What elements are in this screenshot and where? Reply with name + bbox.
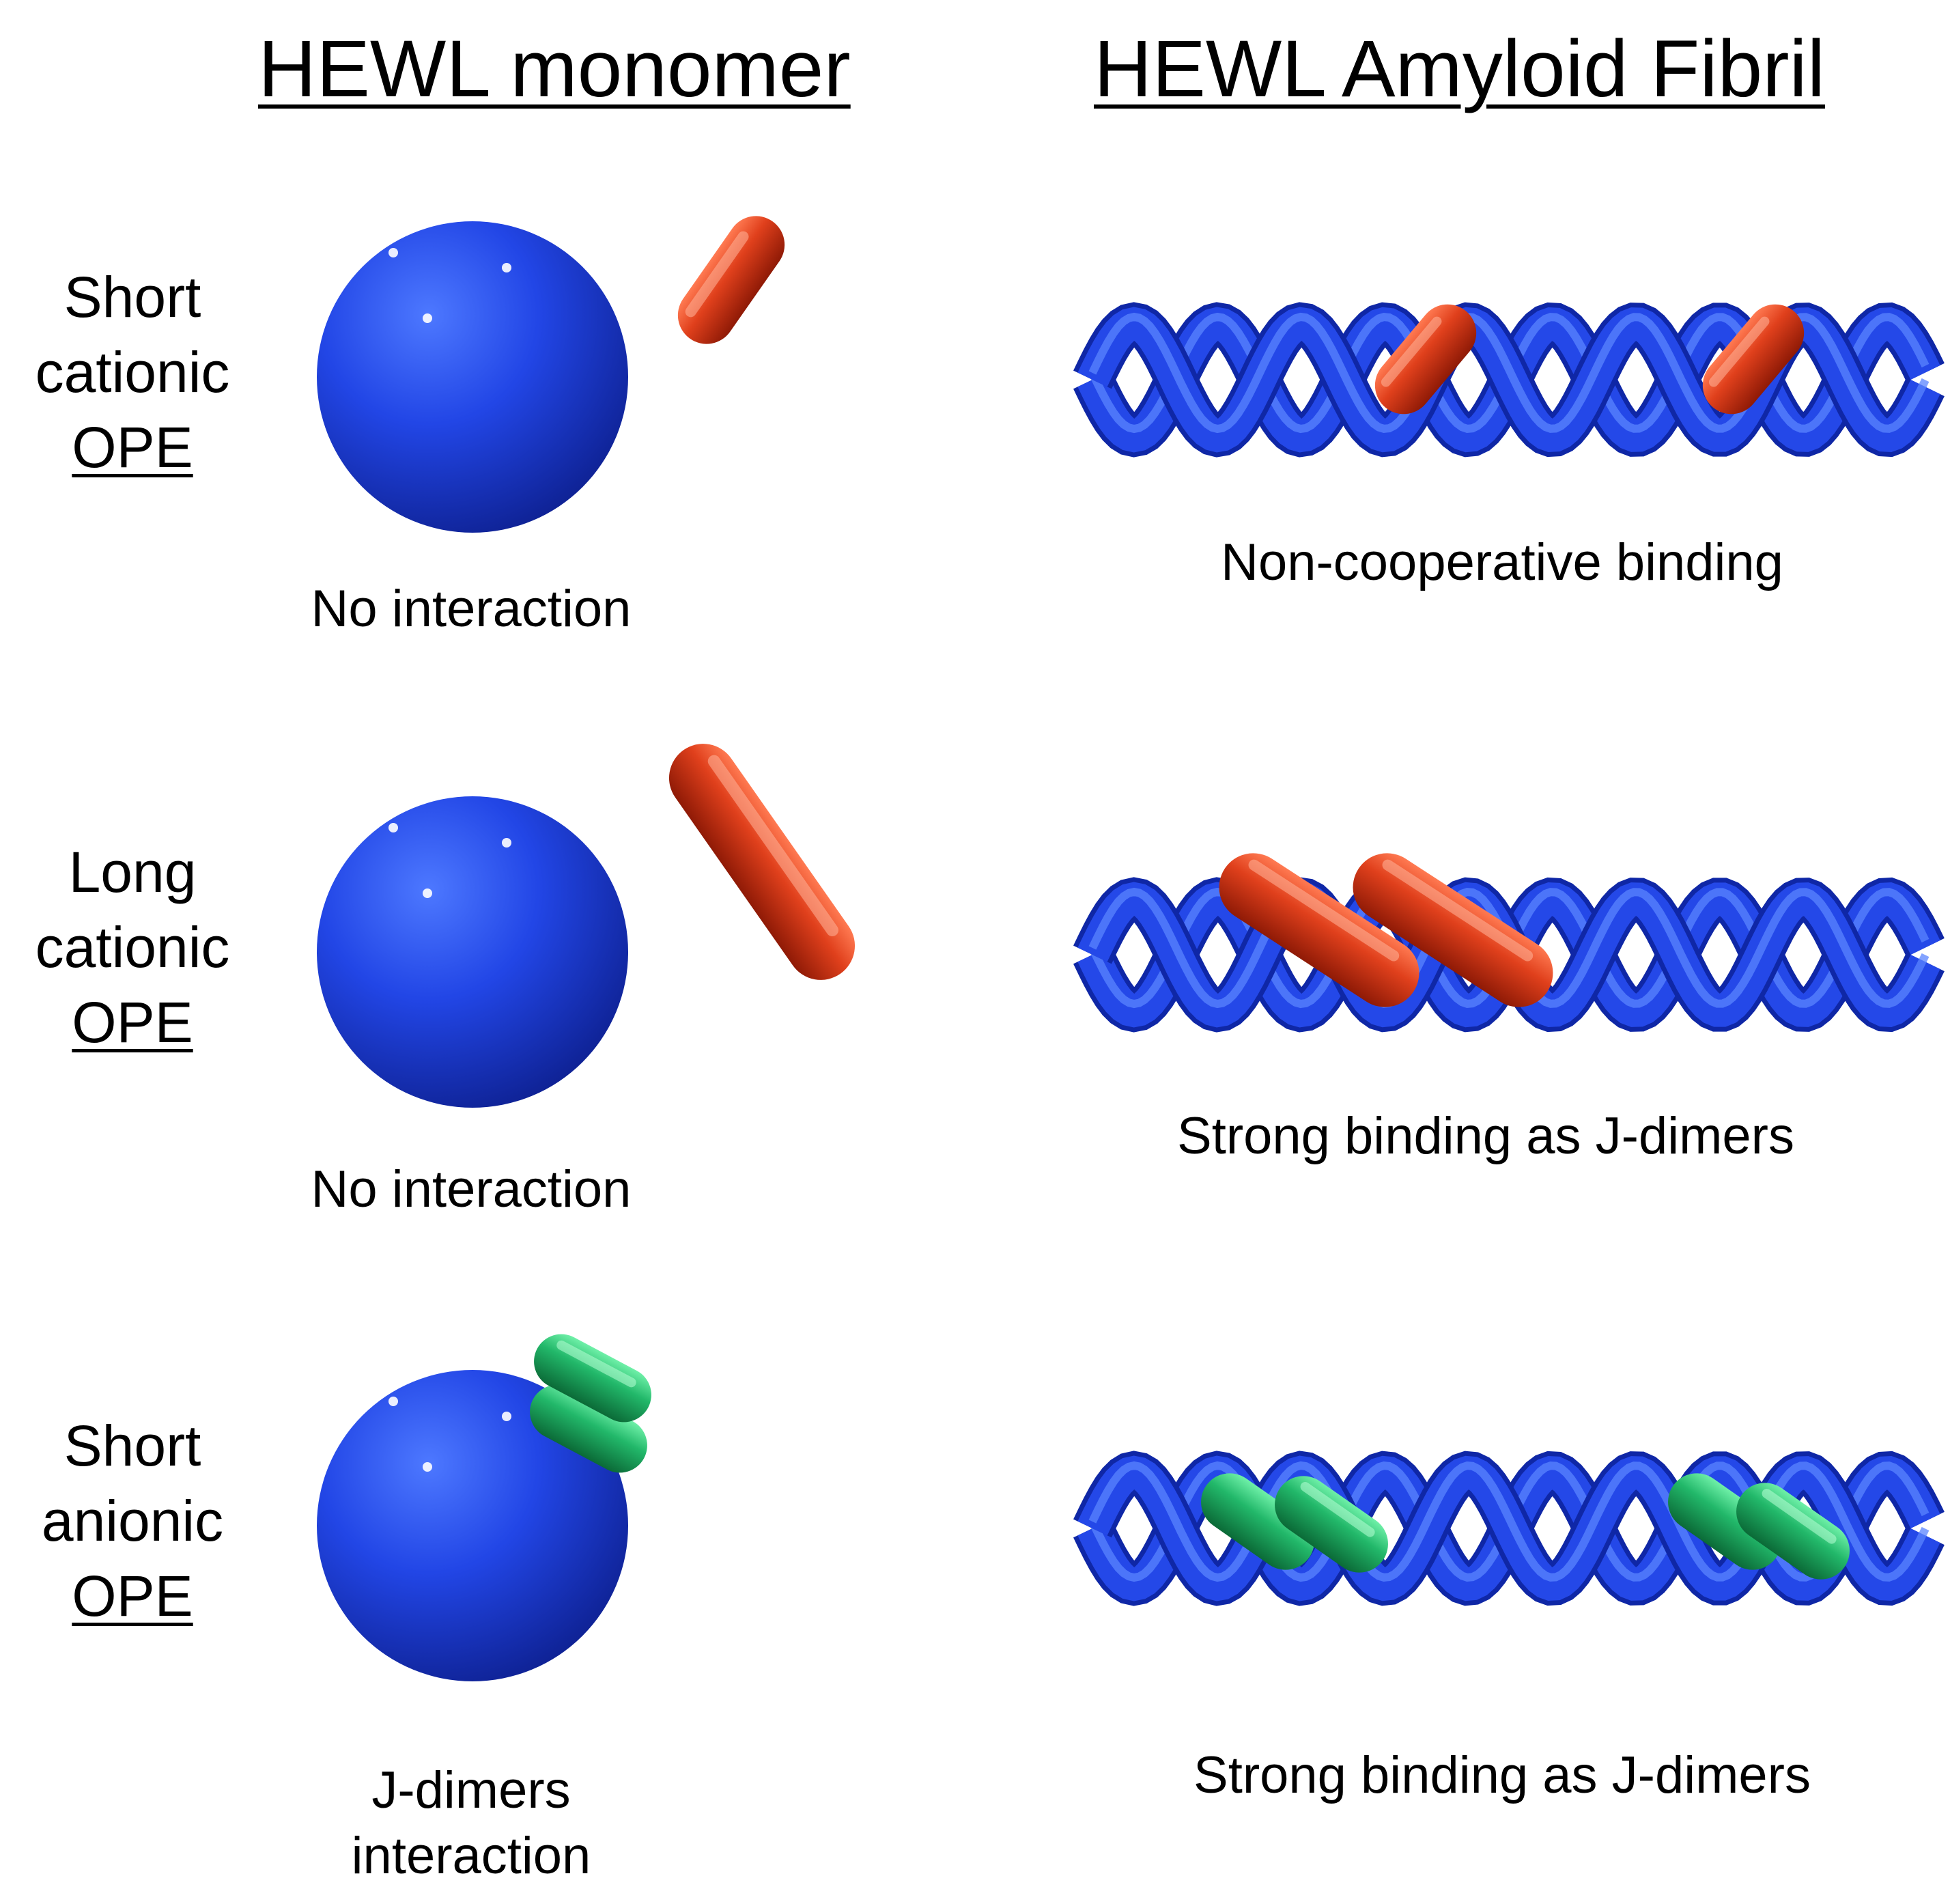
- protein-sphere-row1: [317, 221, 628, 533]
- bound-long-cationic-ope-1: [1219, 853, 1419, 1007]
- protein-sphere-row3: [317, 1370, 628, 1681]
- header-monomer: HEWL monomer: [258, 24, 851, 114]
- fibril-caption-row2: Strong binding as J-dimers: [1177, 1107, 1794, 1165]
- short-cationic-ope-free: [677, 216, 785, 344]
- bound-anionic-ope-dimer-1: [1201, 1473, 1388, 1573]
- row-label-short-anionic: Short anionic OPE: [41, 1414, 224, 1628]
- monomer-caption-row1: No interaction: [311, 580, 632, 638]
- fibril-strand-highlight: [1088, 1461, 1930, 1582]
- bound-short-cationic-ope-1: [1374, 304, 1477, 415]
- bound-short-cationic-ope-2: [1702, 304, 1805, 415]
- header-fibril: HEWL Amyloid Fibril: [1094, 24, 1825, 114]
- long-cationic-ope-free: [668, 744, 856, 980]
- monomer-caption-row3: J-dimers interaction: [351, 1761, 591, 1885]
- row-label-short-cationic: Short cationic OPE: [35, 265, 230, 479]
- fibril-caption-row1: Non-cooperative binding: [1221, 533, 1783, 591]
- protein-sphere-row2: [317, 796, 628, 1108]
- monomer-caption-row2: No interaction: [311, 1160, 632, 1218]
- anionic-ope-dimer-monomer: [530, 1334, 651, 1473]
- fibril-caption-row3: Strong binding as J-dimers: [1193, 1746, 1811, 1804]
- row-label-long-cationic: Long cationic OPE: [35, 840, 230, 1054]
- bound-anionic-ope-dimer-2: [1668, 1473, 1850, 1580]
- bound-long-cationic-ope-2: [1353, 853, 1553, 1007]
